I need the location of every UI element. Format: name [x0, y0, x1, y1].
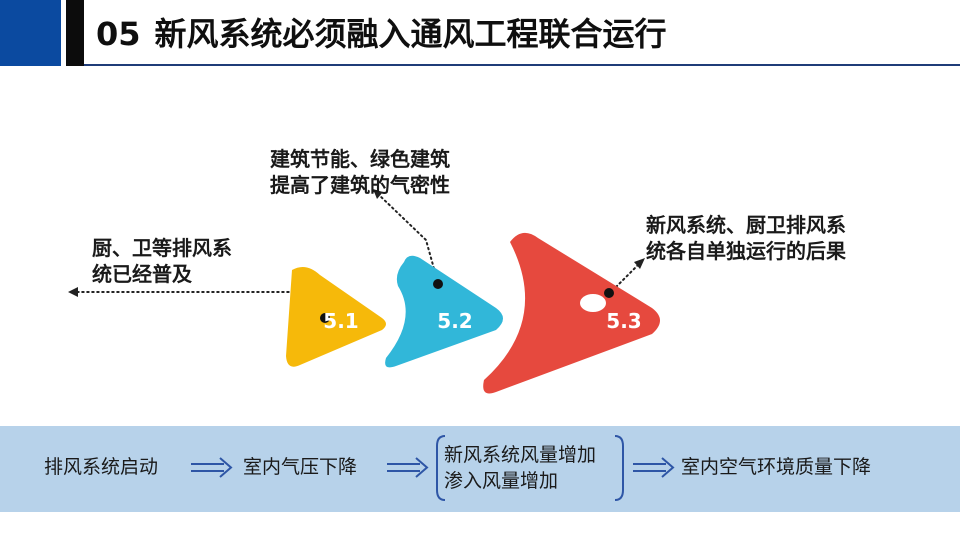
note-building-airtightness: 建筑节能、绿色建筑 提高了建筑的气密性 — [270, 147, 450, 197]
leader-dot-1 — [320, 313, 330, 323]
step-label-1: 5.1 — [323, 309, 359, 333]
leader-arrow-head-2 — [373, 189, 383, 199]
note-exhaust-systems: 厨、卫等排风系 统已经普及 — [92, 236, 232, 286]
flow-arrow-1-icon — [191, 457, 233, 478]
header-underline — [84, 64, 960, 66]
step-shape-2 — [385, 255, 503, 368]
flow-step-infiltration-increase: 渗入风量增加 — [444, 470, 559, 492]
leader-dot-2 — [433, 279, 443, 289]
header-black-bar — [66, 0, 84, 66]
header-accent-block — [0, 0, 61, 66]
step-shape-1 — [286, 266, 386, 367]
section-number: 05 — [96, 15, 141, 53]
flow-bracket-left — [436, 435, 446, 501]
step-shape-3 — [483, 232, 660, 394]
step-3-hole — [580, 294, 606, 312]
flow-step-air-quality-drop: 室内空气环境质量下降 — [681, 456, 872, 478]
flow-step-exhaust-start: 排风系统启动 — [44, 456, 159, 478]
step-label-2: 5.2 — [437, 309, 473, 333]
flow-step-fresh-air-increase: 新风系统风量增加 — [444, 444, 597, 466]
leader-arrow-head-3 — [634, 258, 645, 269]
leader-arrow-head-1 — [68, 287, 78, 297]
leader-dot-3 — [604, 288, 614, 298]
flow-arrow-2-icon — [387, 457, 429, 478]
section-title: 新风系统必须融入通风工程联合运行 — [154, 15, 667, 53]
flow-band — [0, 426, 960, 512]
flow-step-pressure-drop: 室内气压下降 — [243, 456, 358, 478]
step-label-3: 5.3 — [606, 309, 642, 333]
flow-bracket-right — [614, 435, 624, 501]
flow-arrow-3-icon — [633, 457, 675, 478]
note-independent-operation: 新风系统、厨卫排风系 统各自单独运行的后果 — [646, 213, 846, 263]
page-title: 05 新风系统必须融入通风工程联合运行 — [96, 10, 667, 58]
